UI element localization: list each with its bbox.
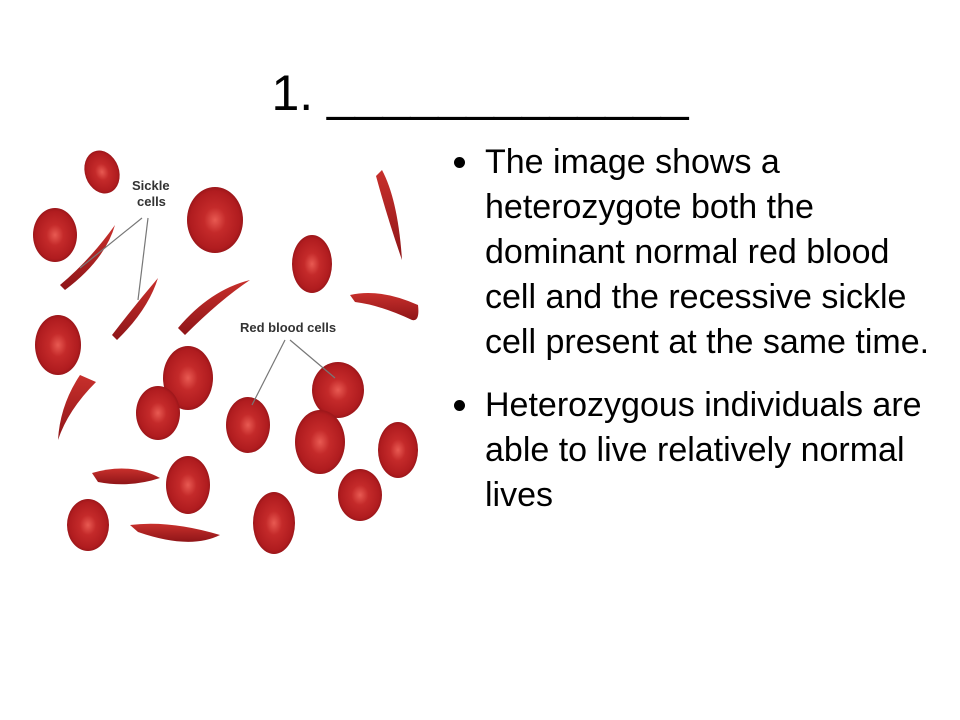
sickle-cell <box>60 225 115 290</box>
bullet-list: The image shows a heterozygote both the … <box>452 140 942 536</box>
red-blood-cell <box>67 499 109 551</box>
red-blood-cell <box>226 397 270 453</box>
sickle-cell <box>58 375 96 440</box>
sickle-cell <box>92 468 160 485</box>
bullet-text: The image shows a heterozygote both the … <box>485 143 930 361</box>
red-blood-cells-label: Red blood cells <box>240 320 336 335</box>
sickle-cell <box>178 280 250 335</box>
bullet-item: The image shows a heterozygote both the … <box>452 140 942 365</box>
sickle-cells-label-line1: Sickle <box>132 178 170 193</box>
red-blood-cell <box>187 187 243 253</box>
red-blood-cell <box>338 469 382 521</box>
red-blood-cell <box>253 492 295 554</box>
sickle-cells-label-line2: cells <box>137 194 166 209</box>
red-blood-cell <box>295 410 345 474</box>
bullet-dot-icon <box>454 157 465 168</box>
red-blood-cell <box>84 150 120 194</box>
sickle-cell <box>130 523 220 542</box>
sickle-cell <box>350 292 419 321</box>
bullet-text: Heterozygous individuals are able to liv… <box>485 386 922 514</box>
pointer-line <box>137 217 149 301</box>
pointer-line <box>251 339 286 406</box>
red-blood-cell <box>378 422 418 478</box>
red-blood-cell <box>136 386 180 440</box>
pointer-line <box>289 339 336 379</box>
red-blood-cell <box>35 315 81 375</box>
sickle-cell-illustration: Sickle cells Red blood cells <box>20 140 440 570</box>
pointer-line <box>79 217 143 269</box>
bullet-dot-icon <box>454 400 465 411</box>
sickle-cell <box>376 170 402 260</box>
red-blood-cell <box>292 235 332 293</box>
slide-title: 1. _____________ <box>271 65 689 121</box>
bullet-item: Heterozygous individuals are able to liv… <box>452 383 942 518</box>
red-blood-cell <box>312 362 364 418</box>
red-blood-cell <box>33 208 77 262</box>
red-blood-cell <box>166 456 210 514</box>
sickle-cell <box>112 278 158 340</box>
blood-cells-drawing: Sickle cells Red blood cells <box>33 150 419 554</box>
red-blood-cell <box>163 346 213 410</box>
